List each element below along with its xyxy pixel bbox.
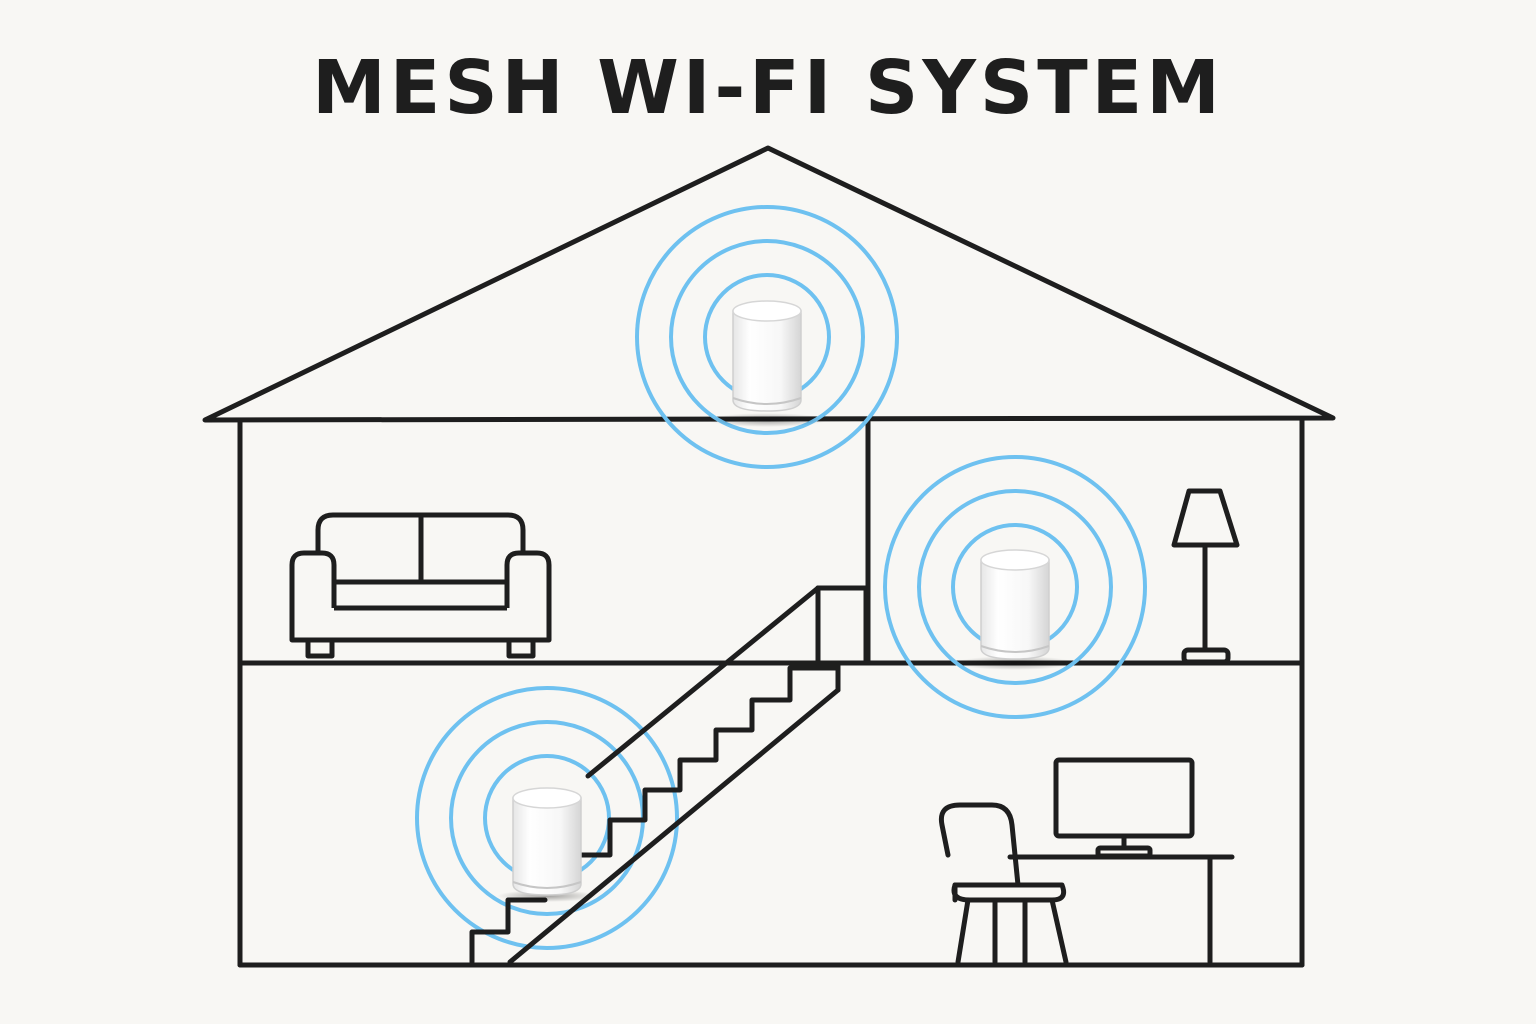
floor-lamp-icon [1171, 488, 1240, 665]
upper-right-node-signal [883, 455, 1147, 719]
upper-right-node-device [955, 549, 1075, 670]
sofa-icon [289, 512, 552, 659]
diagram-title: MESH WI-FI SYSTEM [312, 45, 1224, 131]
ground-floor-node-device [497, 787, 597, 902]
chair-icon [938, 802, 1069, 965]
monitor-icon [1053, 757, 1195, 859]
attic-node-device [707, 300, 827, 427]
staircase-icon [469, 585, 869, 965]
desk-icon [1007, 854, 1235, 965]
